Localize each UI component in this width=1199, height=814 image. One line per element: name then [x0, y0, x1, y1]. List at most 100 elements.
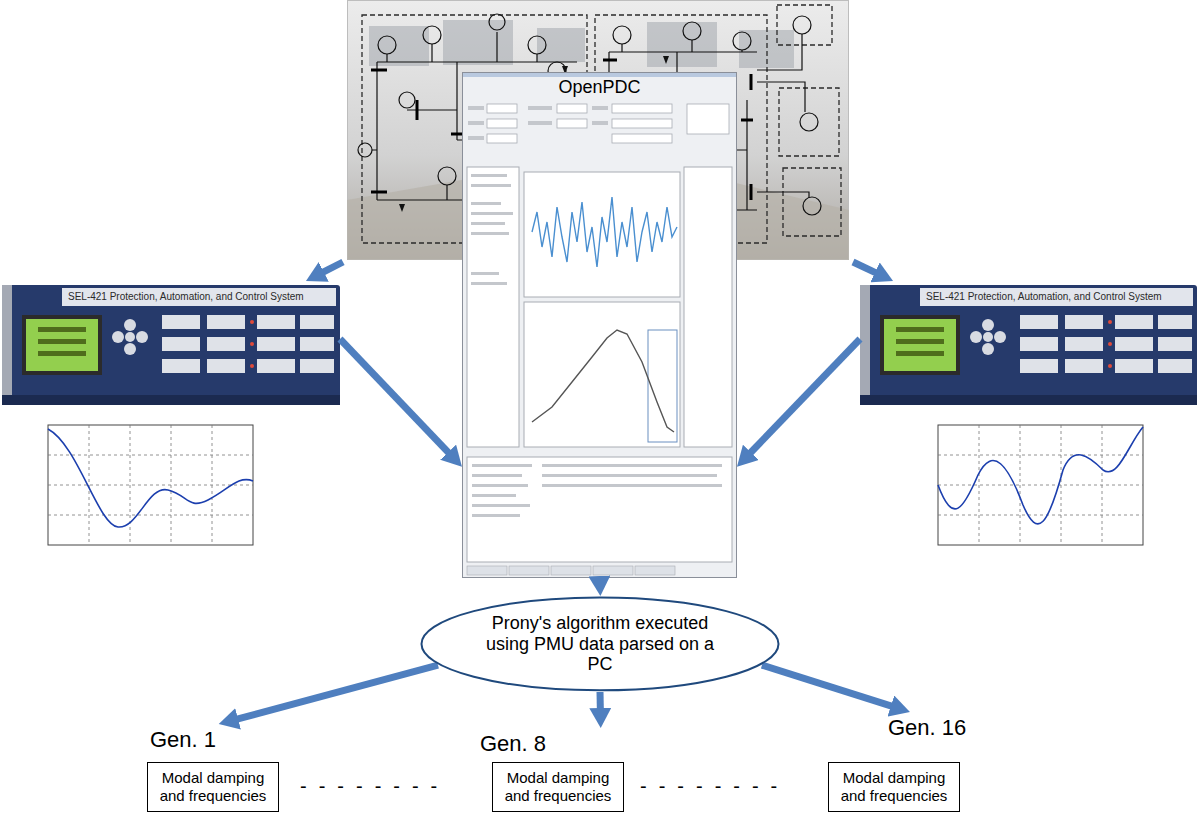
- angle-trace: [532, 330, 674, 432]
- ui-text-placeholder: [542, 484, 722, 487]
- generator-symbol: [358, 143, 372, 157]
- control-room-monitor: [369, 20, 794, 68]
- ui-text-placeholder: [542, 464, 722, 467]
- pushbutton: [1158, 337, 1192, 351]
- lcd-screen: [26, 319, 98, 371]
- result-box: Modal damping and frequencies: [147, 762, 279, 812]
- navigation-button: [124, 343, 136, 355]
- tab: [635, 566, 675, 575]
- navigation-button: [136, 331, 148, 343]
- generator-heading: Gen. 8: [480, 728, 546, 756]
- pushbutton: [162, 315, 200, 329]
- device-label: SEL-421 Protection, Automation, and Cont…: [926, 291, 1162, 303]
- pmu-device: [860, 285, 1197, 405]
- plot-grid: [48, 425, 253, 545]
- plot-grid: [938, 425, 1143, 545]
- openpdc-screenshot: [462, 72, 737, 578]
- device-title-strip: [62, 288, 336, 306]
- navigation-button: [970, 319, 1006, 355]
- control-room-monitor: [369, 26, 429, 66]
- pushbutton: [162, 315, 334, 373]
- ui-text-placeholder: [471, 174, 513, 285]
- pushbutton: [1158, 359, 1192, 373]
- pushbutton: [300, 337, 334, 351]
- input-field: [612, 104, 672, 113]
- flow-arrow: [748, 339, 860, 455]
- navigation-button: [112, 319, 148, 355]
- ellipse-outline: [422, 598, 779, 691]
- pushbutton: [257, 359, 295, 373]
- pushbutton: [257, 337, 295, 351]
- generator-symbol: [423, 26, 441, 44]
- pushbutton: [1115, 337, 1153, 351]
- pushbutton: [1020, 359, 1058, 373]
- process-text: Prony's algorithm executed using PMU dat…: [480, 613, 720, 675]
- side-panel: [684, 167, 732, 447]
- input-field: [612, 119, 672, 128]
- selection-box: [648, 330, 677, 442]
- area-boundary: [777, 5, 832, 45]
- pushbutton: [1065, 337, 1103, 351]
- ui-text-placeholder: [471, 212, 513, 215]
- lcd-reading: [38, 351, 86, 356]
- ui-text-placeholder: [471, 272, 499, 275]
- lcd-frame: [22, 315, 102, 375]
- lcd-frame: [880, 315, 960, 375]
- pmu-device: SEL-421 Protection, Automation, and Cont…: [860, 285, 1197, 405]
- tab: [593, 566, 633, 575]
- lcd-reading: [38, 327, 86, 332]
- rotor-speed-plot: [38, 415, 264, 557]
- flow-arrow: [597, 692, 604, 712]
- lcd-reading: [38, 339, 86, 344]
- feed-arrow: [853, 262, 879, 274]
- pushbutton: [1115, 359, 1153, 373]
- result-box: Modal damping and frequencies: [828, 762, 960, 812]
- ui-text-placeholder: [528, 121, 552, 125]
- pushbutton: [1020, 315, 1058, 329]
- generator-symbol: [528, 36, 546, 54]
- result-text: Modal damping and frequencies: [833, 769, 955, 805]
- navigation-button: [125, 332, 135, 342]
- window-title-bar: [463, 73, 736, 77]
- device-chassis: [860, 285, 1197, 405]
- window-title: OpenPDC: [462, 77, 737, 97]
- device-base: [860, 395, 1197, 405]
- status-led: [1108, 320, 1112, 368]
- flow-arrow: [596, 578, 603, 580]
- ui-text-placeholder: [472, 464, 722, 517]
- application-window: OpenPDC: [462, 72, 737, 578]
- ui-text-placeholder: [471, 282, 507, 285]
- input-field: [612, 134, 672, 143]
- ellipsis-dashes: --------: [300, 775, 449, 797]
- rack-ear: [2, 285, 12, 405]
- input-field: [487, 134, 517, 143]
- control-room-monitor: [647, 22, 717, 67]
- window-frame: [463, 73, 737, 578]
- frequency-trace: [532, 197, 677, 267]
- ui-text-placeholder: [471, 202, 501, 205]
- pushbutton: [300, 315, 334, 329]
- lcd-reading: [896, 327, 944, 332]
- control-room-monitor: [537, 28, 585, 62]
- area-boundary: [779, 88, 839, 156]
- status-led: [1108, 342, 1112, 346]
- ui-text-placeholder: [471, 174, 507, 177]
- process-ellipse: Prony's algorithm executed using PMU dat…: [420, 596, 780, 692]
- ui-text-placeholder: [468, 136, 484, 140]
- tab: [551, 566, 591, 575]
- device-base: [2, 395, 340, 405]
- pushbutton: [1065, 359, 1103, 373]
- input-field: [687, 104, 729, 134]
- status-led: [1108, 320, 1112, 324]
- flow-arrow: [234, 665, 438, 720]
- status-led: [250, 364, 254, 368]
- pushbutton: [162, 337, 200, 351]
- ui-text-placeholder: [542, 474, 717, 477]
- pushbutton: [1020, 337, 1058, 351]
- pushbutton: [207, 337, 245, 351]
- generator-result: Gen. 8Modal damping and frequencies: [478, 728, 624, 812]
- ui-text-placeholder: [472, 484, 528, 487]
